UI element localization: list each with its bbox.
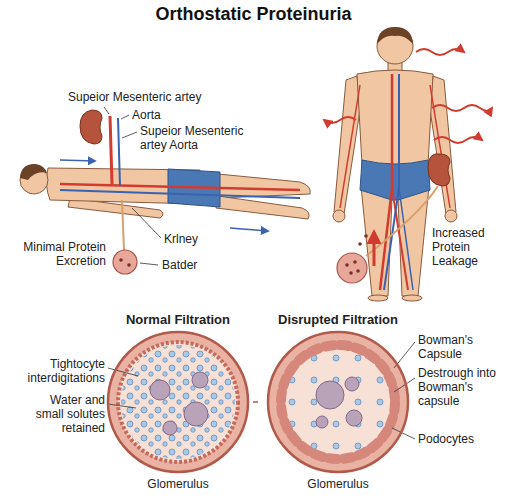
protein-molecule [346, 410, 362, 426]
panel-heading: Disrupted Filtration [278, 312, 398, 328]
briefs [360, 160, 430, 200]
part-label: Podocytes [418, 432, 498, 446]
diagram-title: Orthostatic Proteinuria [0, 3, 507, 25]
leader-line [132, 208, 161, 238]
protein-dot [127, 263, 131, 267]
ureter [122, 200, 124, 250]
protein-dot [364, 234, 368, 238]
protein-molecule [163, 421, 177, 435]
capsule-fill [268, 332, 408, 472]
part-label: Water and small solutes retained [19, 393, 105, 435]
part-label: Supeior Mesenteric artey [68, 90, 218, 104]
part-label: Increased Protein Leakage [432, 226, 500, 268]
part-label: Supeior Mesenteric artey Aorta [140, 124, 252, 152]
lumen [118, 342, 238, 462]
interdigitation-ring [118, 342, 238, 462]
leg [361, 186, 392, 296]
protein-dot [356, 269, 360, 273]
vein [60, 190, 300, 198]
panel-heading: Normal Filtration [126, 312, 230, 328]
protein-dot [358, 242, 362, 246]
protein-molecule [345, 377, 359, 391]
glomerulus-outline [103, 312, 253, 492]
capsule-fill [108, 332, 248, 472]
ureter [366, 186, 438, 256]
leader-line [104, 107, 109, 114]
leader-line [108, 404, 136, 408]
flow-arrow [230, 228, 268, 231]
podocyte-ring [281, 345, 395, 459]
wavy-arrow [432, 105, 492, 111]
part-label: Batder [162, 258, 212, 272]
protein-molecule [316, 416, 328, 428]
head [377, 28, 413, 64]
part-label: Minimal Protein Excretion [14, 240, 106, 268]
protein-molecule [192, 372, 208, 388]
kidney [428, 154, 450, 186]
glomerulus-node: Disrupted FiltrationGlomerulus [258, 312, 418, 492]
torso [357, 70, 433, 169]
leader-line [122, 132, 137, 138]
glomerulus-outline [258, 312, 418, 492]
artery [60, 184, 300, 190]
wavy-arrow [434, 137, 482, 143]
protein-dot [119, 258, 123, 262]
protein-dot [353, 260, 357, 264]
part-label: Destrough into Bowman's capsule [418, 366, 502, 408]
protein-molecule [184, 402, 208, 426]
foot [402, 295, 422, 301]
arm [334, 76, 360, 214]
lumen [278, 342, 398, 462]
solute-field [121, 345, 235, 459]
leg [218, 174, 310, 198]
protein-dot [345, 263, 349, 267]
artery [430, 85, 450, 208]
vein [399, 188, 413, 290]
protein-molecule [316, 381, 344, 409]
aorta [110, 116, 112, 184]
normal-glomerulus [108, 332, 248, 472]
wavy-arrow [324, 117, 356, 123]
capsule-outline [108, 332, 248, 472]
protein-molecule [150, 380, 170, 400]
glomerulus-node: Normal FiltrationGlomerulus [103, 312, 253, 492]
zoom-connector [253, 401, 258, 403]
structure-label: Glomerulus [147, 476, 208, 492]
structure-label: Glomerulus [307, 476, 368, 492]
hair [377, 27, 413, 44]
foot [368, 295, 388, 301]
leader-line [140, 263, 158, 265]
leader-line [121, 115, 129, 119]
hand [333, 210, 345, 222]
disrupted-glomerulus [268, 332, 415, 472]
hand [445, 210, 457, 222]
bladder [113, 250, 137, 274]
artery [340, 85, 360, 208]
part-label: Tightocyte interdigitations [19, 357, 105, 385]
aorta [380, 74, 392, 290]
part-label: Aorta [132, 108, 172, 122]
flow-arrow [60, 160, 95, 161]
capsule-outline [268, 332, 408, 472]
vein [384, 74, 399, 290]
leakage-arrow [373, 232, 376, 266]
part-label: Bowman's Capsule [418, 333, 502, 361]
part-label: Krlney [164, 232, 214, 246]
wavy-arrow [416, 49, 464, 55]
leg [216, 196, 309, 219]
hair [20, 164, 47, 180]
protein-dot [349, 271, 353, 275]
vein [118, 118, 120, 186]
kidney [80, 110, 102, 144]
bladder [337, 253, 367, 283]
